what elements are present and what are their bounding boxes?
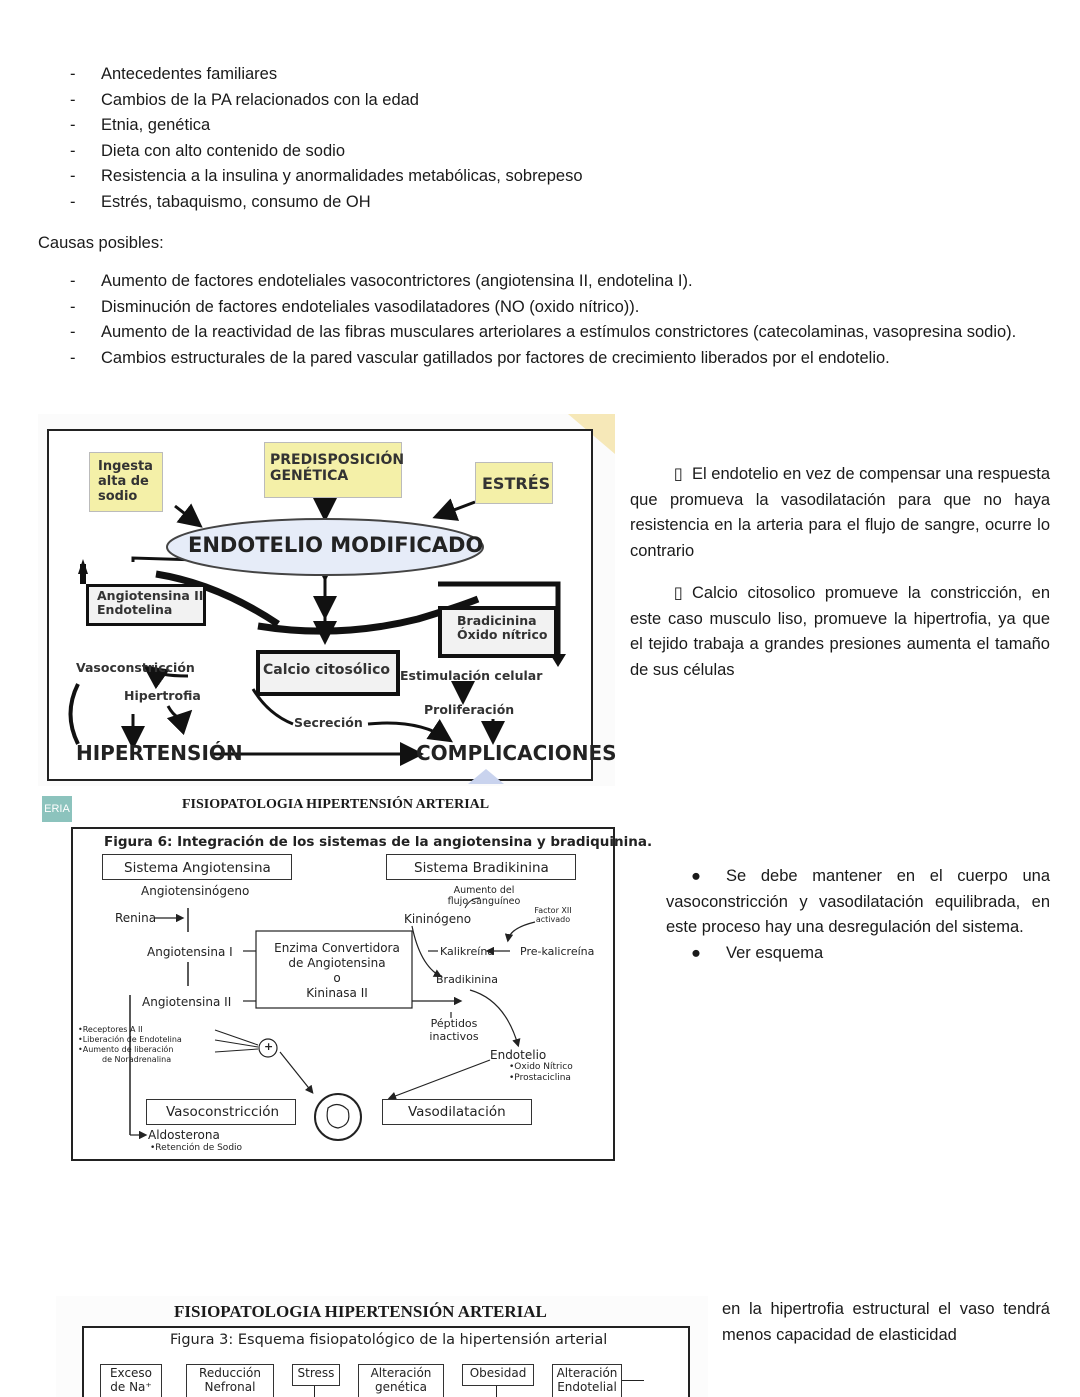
angiotensina-2-label: Angiotensina II [142,995,232,1009]
sistema-bradikinina-label: Sistema Bradikinina [414,860,549,876]
list-item: Disminución de factores endoteliales vas… [38,295,1050,321]
kininogeno-label: Kininógeno [404,912,472,926]
note-endotelio: ▯ El endotelio en vez de compensar una r… [630,462,1050,564]
vasodilatacion-box [382,1099,532,1125]
connector-line [496,1386,498,1397]
note-ver-esquema: ●Ver esquema [666,941,1050,967]
estres-label: ESTRÉS [482,474,551,493]
calcio-box [256,650,400,696]
vasoconstriccion-label: Vasoconstricción [76,660,195,675]
vasoconstriccion-label: Vasoconstricción [166,1104,280,1120]
figure3-caption: Figura 3: Esquema fisiopatológico de la … [170,1332,608,1348]
risk-factor-list: Antecedentes familiares Cambios de la PA… [38,62,1050,215]
factor-box [358,1364,444,1397]
list-item: Cambios de la PA relacionados con la eda… [38,88,1050,114]
list-item: Dieta con alto contenido de sodio [38,139,1050,165]
sistema-angiotensina-label: Sistema Angiotensina [124,860,271,876]
factor-box [292,1364,340,1386]
calcio-label: Calcio citosólico [263,662,390,678]
factor-label: Stress [297,1366,335,1380]
vasoconstriccion-box [146,1099,296,1125]
figure3-page-title: FISIOPATOLOGIA HIPERTENSIÓN ARTERIAL [174,1302,547,1321]
estimulacion-label: Estimulación celular [400,668,543,683]
ingesta-box [89,452,163,512]
bullet-icon: ● [691,944,701,962]
list-item: Etnia, genética [38,113,1050,139]
factor-label: Obesidad [469,1366,527,1380]
endotelio-label: ENDOTELIO MODIFICADO [188,533,484,557]
causes-list: Aumento de factores endoteliales vasocon… [38,269,1050,371]
sistema-angiotensina-box [102,854,292,880]
figure6-caption: Figura 6: Integración de los sistemas de… [104,834,653,850]
figure6-page-title: FISIOPATOLOGIA HIPERTENSIÓN ARTERIAL [182,797,490,812]
factor-box [186,1364,274,1397]
connector-line [314,1386,316,1397]
kalikreina-label: Kalikreína [440,945,495,958]
plus-sign: + [264,1040,274,1053]
bradikinina-label: Bradikinina [436,973,499,986]
vasodilatacion-label: Vasodilatación [408,1104,506,1120]
pre-kalicreina-label: Pre-kalicreína [520,945,595,958]
factor-box [552,1364,622,1397]
angiotensina-box [86,584,206,626]
bullet-box-icon: ▯ [673,584,692,602]
causes-heading: Causas posibles: [38,234,164,252]
factor-box [100,1364,162,1397]
aldosterona-label: Aldosterona [148,1128,220,1142]
hipertrofia-label: Hipertrofia [124,688,201,703]
note-hipertrofia: en la hipertrofia estructural el vaso te… [722,1300,1050,1344]
list-item: Resistencia a la insulina y anormalidade… [38,164,1050,190]
hipertension-label: HIPERTENSIÓN [76,741,243,765]
logo-badge: ERIA [42,796,72,822]
secrecion-label: Secreción [294,715,363,730]
endotelio-items: •Oxido Nítrico•Prostaciclina [509,1062,573,1083]
bullet-box-icon: ▯ [673,465,692,483]
note-equilibrio: ●Se debe mantener en el cuerpo una vasoc… [666,864,1050,941]
receptores-list: •Receptores A II•Liberación de Endotelin… [78,1025,182,1064]
bullet-icon: ● [691,867,701,885]
figure-6: ERIA FISIOPATOLOGIA HIPERTENSIÓN ARTERIA… [40,790,652,1170]
estres-box [475,462,553,504]
note-calcio: ▯ Calcio citosolico promueve la constric… [630,581,1050,683]
retencion-label: •Retención de Sodio [150,1143,243,1153]
factor-box [462,1364,534,1386]
proliferacion-label: Proliferación [424,702,515,717]
bradicinina-box [438,606,558,658]
list-item: Cambios estructurales de la pared vascul… [38,346,1050,372]
connector-line [622,1380,644,1382]
endotelio-label: Endotelio [490,1048,547,1062]
angiotensinogeno-label: Angiotensinógeno [141,884,250,898]
list-item: Aumento de factores endoteliales vasocon… [38,269,1050,295]
sistema-bradikinina-box [386,854,576,880]
angiotensina-1-label: Angiotensina I [147,945,233,959]
figure-3: FISIOPATOLOGIA HIPERTENSIÓN ARTERIAL Fig… [56,1296,708,1397]
list-item: Estrés, tabaquismo, consumo de OH [38,190,1050,216]
predisposicion-box [264,442,402,498]
complicaciones-label: COMPLICACIONES [416,741,617,765]
list-item: Aumento de la reactividad de las fibras … [38,320,1050,346]
renina-label: Renina [115,911,157,925]
list-item: Antecedentes familiares [38,62,1050,88]
